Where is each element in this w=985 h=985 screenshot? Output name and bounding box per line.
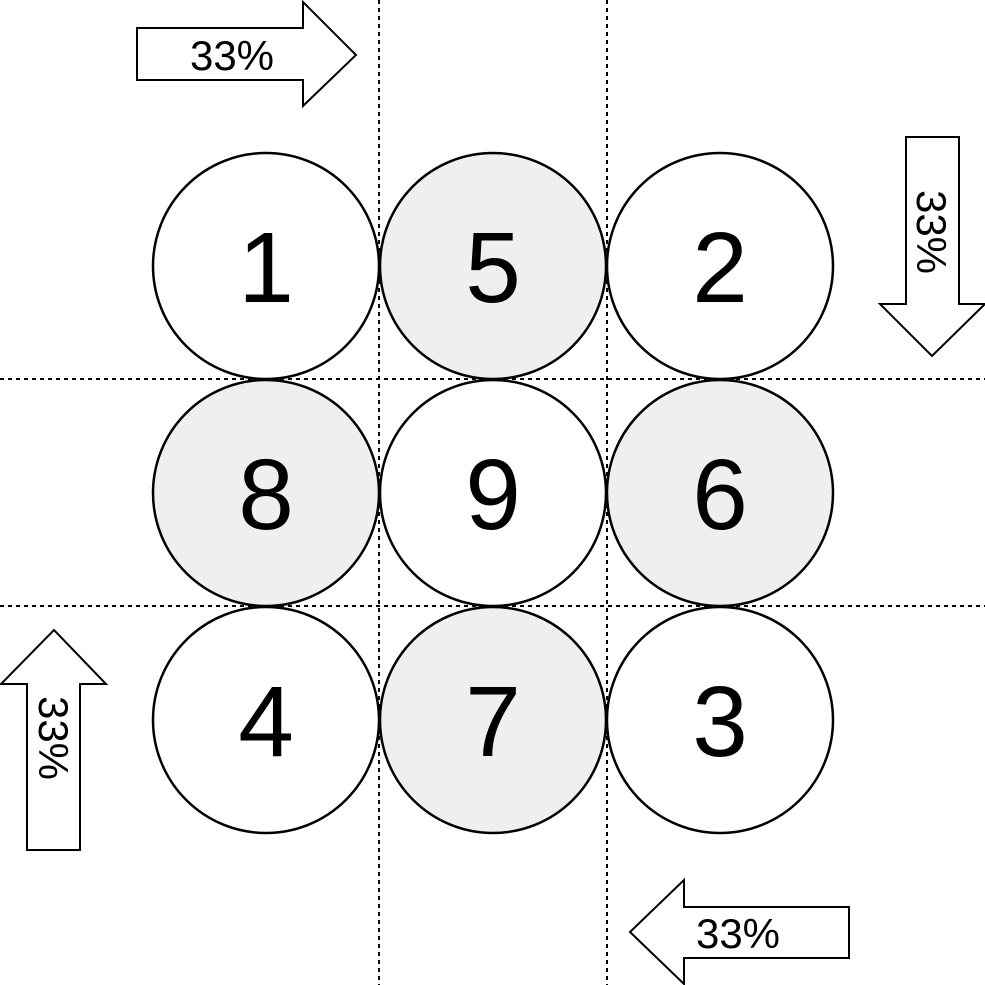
arrow-down-shape <box>877 136 985 358</box>
arrow-left-label: 33% <box>696 910 780 957</box>
circle-cell-2: 2 <box>605 151 835 381</box>
arrow-down-label: 33% <box>908 190 955 274</box>
circle-cell-6: 6 <box>605 378 835 608</box>
arrow-up-shape <box>0 628 109 851</box>
circle-cell-5: 5 <box>378 151 608 381</box>
circle-number: 9 <box>465 439 521 551</box>
arrow-up-left: 33% <box>0 628 109 851</box>
plain-circle <box>605 605 835 835</box>
circles-grid: 1 5 2 8 9 6 4 7 3 <box>151 151 835 835</box>
circle-number: 1 <box>238 212 294 324</box>
circle-number: 6 <box>692 439 748 551</box>
circle-number: 4 <box>238 666 294 778</box>
circle-number: 2 <box>692 212 748 324</box>
arrow-up-label: 33% <box>30 696 77 780</box>
circle-cell-3: 3 <box>605 605 835 835</box>
circle-number: 5 <box>465 212 521 324</box>
arrow-right-shape <box>136 0 358 109</box>
circle-cell-1: 1 <box>151 151 381 381</box>
arrow-left-bottom: 33% <box>628 877 850 985</box>
circle-number: 8 <box>238 439 294 551</box>
circle-cell-4: 4 <box>151 605 381 835</box>
circle-cell-9: 9 <box>378 378 608 608</box>
circle-cell-8: 8 <box>151 378 381 608</box>
circle-number: 7 <box>465 666 521 778</box>
circle-number: 3 <box>692 666 748 778</box>
arrow-right-top: 33% <box>136 0 358 109</box>
circle-cell-7: 7 <box>378 605 608 835</box>
arrow-right-label: 33% <box>190 32 274 79</box>
arrow-down-right: 33% <box>877 136 985 358</box>
arrow-left-shape <box>628 877 850 985</box>
